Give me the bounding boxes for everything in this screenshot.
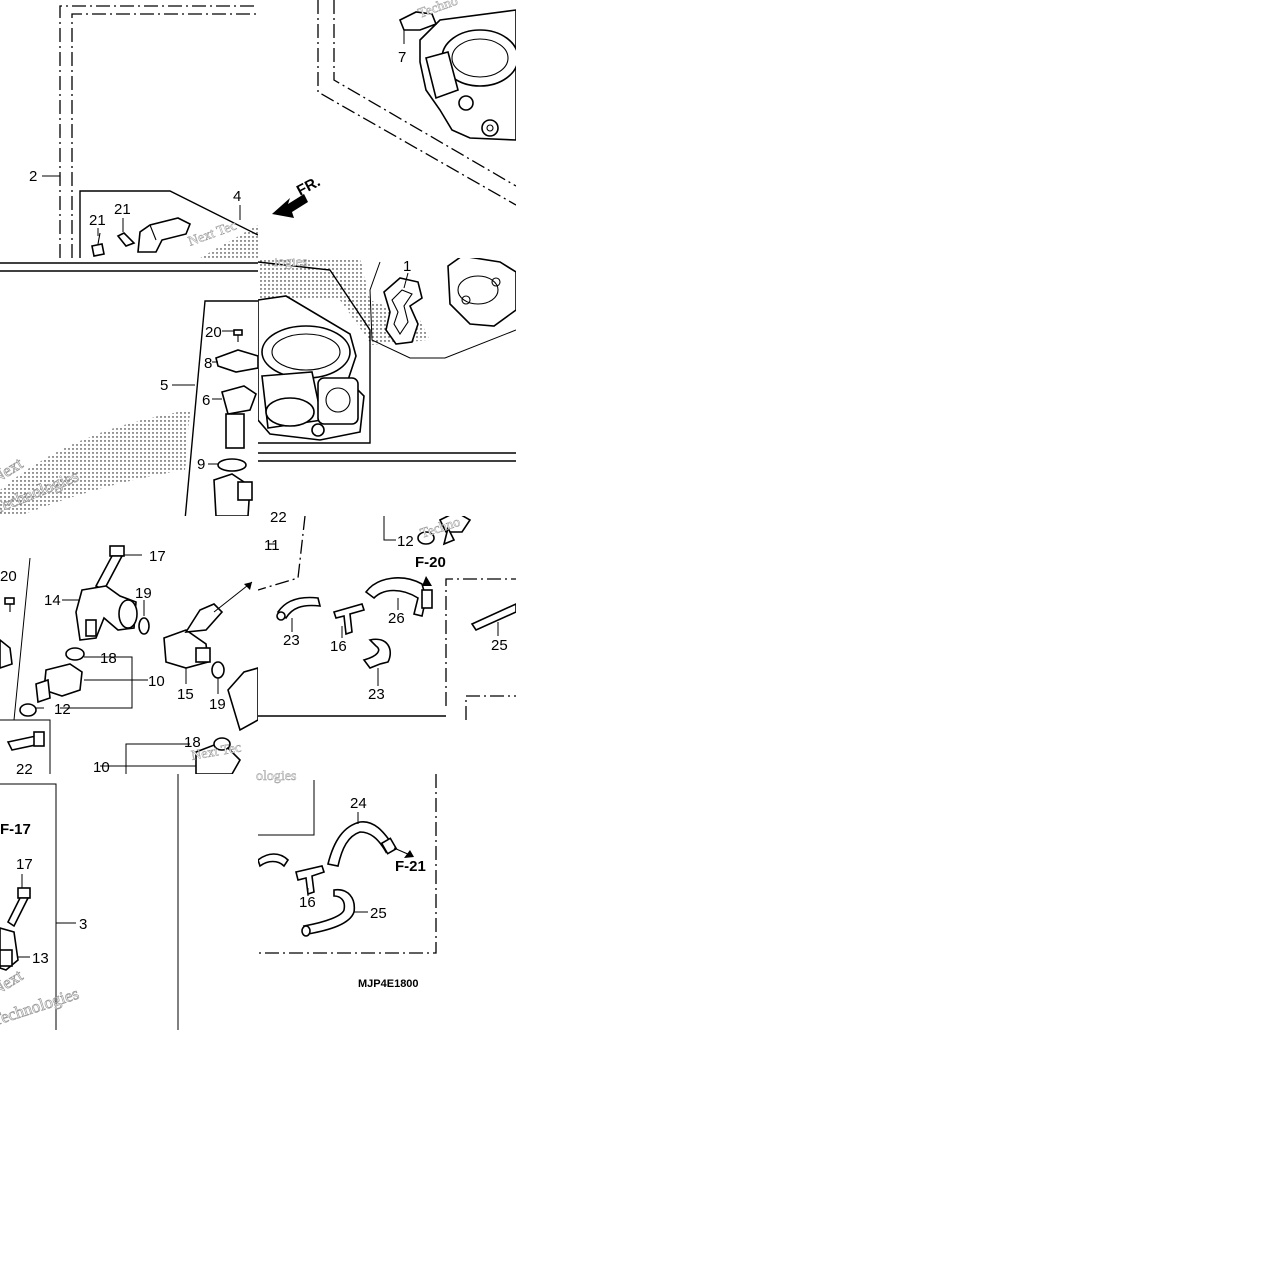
tile-mid-left: [0, 262, 258, 516]
callout-17: 17: [16, 856, 33, 873]
tile-lower-right: Techno: [258, 516, 516, 720]
tee-16: [332, 603, 366, 636]
callout-1: 1: [403, 258, 411, 275]
callout-5: 5: [160, 377, 168, 394]
callout-23: 23: [368, 686, 385, 703]
hose-23-lower: [362, 638, 392, 669]
callout-23: 23: [283, 632, 300, 649]
callout-12: 12: [54, 701, 71, 718]
hose-left: [258, 853, 290, 868]
screw-20: [4, 597, 15, 612]
callout-20: 20: [205, 324, 222, 341]
callout-11: 11: [264, 537, 280, 554]
bolt-17: [6, 887, 31, 928]
gasket-1: [383, 277, 423, 345]
tile-bottom-right: [258, 774, 437, 954]
callout-25: 25: [491, 637, 508, 654]
callout-24: 24: [350, 795, 367, 812]
callout-9: 9: [197, 456, 205, 473]
injector-10: [35, 663, 83, 704]
callout-22: 22: [270, 509, 287, 526]
tile-top-left: [42, 5, 258, 258]
hose-25: [470, 603, 516, 632]
callout-10: 10: [93, 759, 110, 776]
watermark-text: ologies: [256, 769, 296, 784]
hose-23-upper: [276, 596, 322, 621]
o-ring-19: [211, 661, 225, 679]
callout-16: 16: [299, 894, 316, 911]
o-ring-9: [217, 458, 247, 472]
callout-10: 10: [148, 673, 165, 690]
throttle-body-top: [398, 9, 516, 141]
callout-6: 6: [202, 392, 210, 409]
front-direction-arrow: [272, 194, 308, 218]
ref-f17: F-17: [0, 821, 31, 838]
callout-17: 17: [149, 548, 166, 565]
callout-21: 21: [89, 212, 106, 229]
washer-12: [417, 531, 435, 545]
hose-26: [364, 577, 433, 617]
front-label: FR.: [294, 173, 323, 199]
o-ring-19: [138, 617, 150, 635]
tile-lower-left: [0, 545, 258, 774]
callout-8: 8: [204, 355, 212, 372]
callout-16: 16: [330, 638, 347, 655]
callout-15: 15: [177, 686, 194, 703]
bolt-17: [94, 545, 125, 592]
throttle-body-inlet: [447, 258, 516, 327]
gasket-8: [215, 349, 258, 373]
callout-13: 13: [32, 950, 49, 967]
callout-7: 7: [398, 49, 406, 66]
washer-12: [19, 703, 37, 717]
watermark-text: logies: [274, 255, 307, 270]
watermark-text: Next: [0, 966, 26, 1000]
fuel-rail-13: [0, 927, 19, 971]
o-ring-18: [65, 647, 85, 661]
tile-top-right: FR. Techno: [272, 0, 516, 218]
callout-3: 3: [79, 916, 87, 933]
callout-4: 4: [233, 188, 241, 205]
callout-19: 19: [135, 585, 152, 602]
callout-18: 18: [100, 650, 117, 667]
sensor-6: [221, 385, 257, 449]
fitting-bottom: [213, 473, 253, 516]
tile-bottom-left: [0, 774, 179, 1030]
ref-f20: F-20: [415, 554, 446, 571]
diagram-code: MJP4E1800: [358, 978, 419, 990]
hose-24: [327, 821, 398, 867]
fuel-rail-14: [75, 585, 138, 641]
callout-21: 21: [114, 201, 131, 218]
callout-2: 2: [29, 168, 37, 185]
callout-26: 26: [388, 610, 405, 627]
tile-mid-right: logies: [258, 255, 516, 462]
callout-25: 25: [370, 905, 387, 922]
callout-18: 18: [184, 734, 201, 751]
callout-22: 22: [16, 761, 33, 778]
callout-19: 19: [209, 696, 226, 713]
watermark-text: Technologies: [0, 984, 81, 1030]
callout-12: 12: [397, 533, 414, 550]
hose-25: [301, 888, 356, 937]
bolt-21-left: [91, 232, 105, 257]
screw-20: [233, 329, 243, 342]
callout-20: 20: [0, 568, 17, 585]
ref-f21: F-21: [395, 858, 426, 875]
injector-15: [163, 603, 224, 669]
callout-14: 14: [44, 592, 61, 609]
tee-16: [295, 865, 326, 896]
bolt-22: [6, 731, 45, 751]
throttle-body: [258, 295, 365, 441]
bolt-21-right: [116, 232, 136, 247]
bracket: [137, 217, 192, 253]
